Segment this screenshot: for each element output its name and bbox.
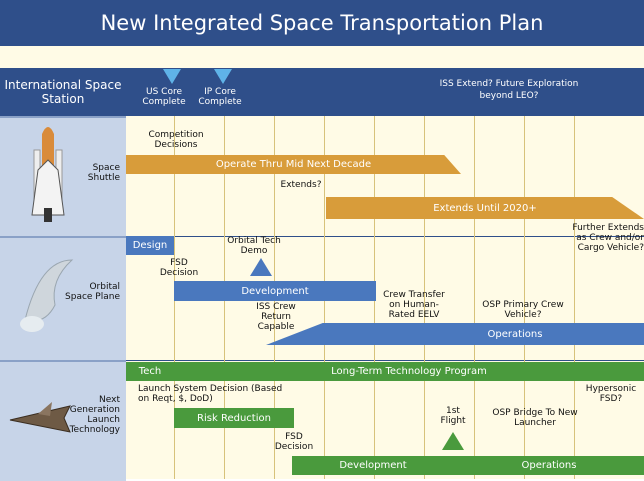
extends-question: Extends? xyxy=(280,180,322,190)
osp-fsd-decision: FSD Decision xyxy=(159,258,199,278)
shuttle-extend-bar: Extends Until 2020+ xyxy=(326,197,644,219)
ngl-longterm-bar: Long-Term Technology Program xyxy=(174,362,644,381)
first-flight-marker xyxy=(442,432,464,450)
space-shuttle-icon xyxy=(31,127,65,222)
hypersonic-fsd: Hypersonic FSD? xyxy=(585,384,637,404)
competition-decisions: Competition Decisions xyxy=(148,130,204,150)
osp-primary-label: OSP Primary Crew Vehicle? xyxy=(482,300,564,320)
next-gen-vehicle-icon xyxy=(9,402,71,433)
ip-core-marker xyxy=(214,69,232,84)
crew-transfer-label: Crew Transfer on Human-Rated EELV xyxy=(383,290,445,320)
row-divider xyxy=(126,236,644,237)
iss-row xyxy=(0,68,644,116)
bar-label: Development xyxy=(339,460,407,471)
grid-line xyxy=(574,116,575,479)
osp-operations-bar: Operations xyxy=(266,323,644,345)
orbital-space-plane-icon xyxy=(20,259,74,332)
bar-label: Operations xyxy=(487,328,543,340)
further-extends: Further Extends as Crew and/or Cargo Veh… xyxy=(572,223,644,253)
bar-label: Development xyxy=(241,285,309,297)
osp-development-bar: Development xyxy=(174,281,376,301)
osp-panel xyxy=(0,236,126,362)
ngl-label: Next Generation Launch Technology xyxy=(69,395,120,435)
us-core-label: US Core Complete xyxy=(142,87,186,107)
shuttle-operate-bar: Operate Thru Mid Next Decade xyxy=(126,155,461,174)
launch-system-decision: Launch System Decision (Based on Reqt, $… xyxy=(138,384,283,404)
ngl-development-bar: Development xyxy=(292,456,454,475)
year-header: 02 03 04 05 06 07 08 09 10 11 12 13 14 1… xyxy=(0,46,644,108)
us-core-marker xyxy=(163,69,181,84)
grid-line xyxy=(424,116,425,479)
iss-label: International Space Station xyxy=(4,78,122,106)
bar-label: Design xyxy=(132,240,168,251)
bar-label: Tech xyxy=(138,366,162,377)
osp-design-bar: Design xyxy=(126,236,174,255)
tech-demo-marker xyxy=(250,258,272,276)
bar-label: Long-Term Technology Program xyxy=(331,366,487,377)
ngl-fsd-decision: FSD Decision xyxy=(274,432,314,452)
row-divider xyxy=(126,360,644,361)
osp-bridge-label: OSP Bridge To New Launcher xyxy=(492,408,578,428)
page-title: New Integrated Space Transportation Plan xyxy=(0,0,644,46)
iss-crew-return: ISS Crew Return Capable xyxy=(256,302,296,332)
bar-label: Operations xyxy=(521,460,577,471)
orbital-tech-demo-label: Orbital Tech Demo xyxy=(227,236,281,256)
bar-label: Operate Thru Mid Next Decade xyxy=(215,159,372,170)
ngl-tech-bar: Tech xyxy=(126,362,174,381)
shuttle-label: Space Shuttle xyxy=(87,163,120,183)
iss-future-label: ISS Extend? Future Exploration beyond LE… xyxy=(439,79,579,101)
first-flight-label: 1st Flight xyxy=(440,406,466,426)
grid-line xyxy=(474,116,475,479)
grid-line xyxy=(524,116,525,479)
ngl-operations-bar: Operations xyxy=(454,456,644,475)
osp-label: Orbital Space Plane xyxy=(65,282,120,302)
bar-label: Risk Reduction xyxy=(197,412,271,424)
ip-core-label: IP Core Complete xyxy=(198,87,242,107)
bar-label: Extends Until 2020+ xyxy=(433,202,537,214)
shuttle-panel xyxy=(0,116,126,238)
ngl-risk-bar: Risk Reduction xyxy=(174,408,294,428)
